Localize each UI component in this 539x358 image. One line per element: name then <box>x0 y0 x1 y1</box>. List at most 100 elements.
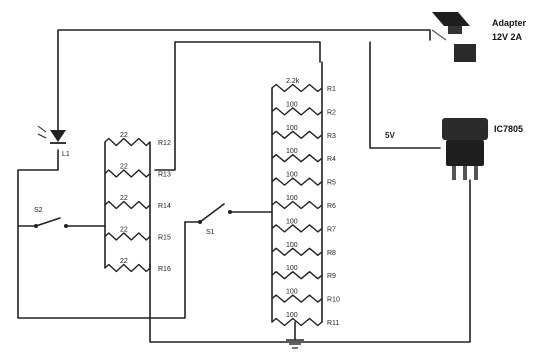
right-resistor-value: 100 <box>286 265 298 272</box>
right-resistor-name: R11 <box>327 320 339 327</box>
left-resistor-value: 22 <box>120 132 128 139</box>
right-resistor-name: R3 <box>327 133 336 140</box>
ground-icon <box>286 339 304 349</box>
left-resistor-symbol <box>104 200 151 210</box>
switch-s2-lever <box>35 217 61 227</box>
left-resistor-name: R15 <box>158 235 171 242</box>
switch-s1-label: S1 <box>206 229 215 236</box>
adapter-rating: 12V 2A <box>492 32 523 42</box>
adapter-title: Adapter <box>492 18 527 28</box>
right-resistor-symbol <box>271 224 323 233</box>
wire-led-to-left <box>17 149 186 319</box>
right-resistor-ladder: 2.2kR1100R2100R3100R4100R5100R6100R7100R… <box>271 78 340 327</box>
right-resistor-symbol <box>271 83 323 93</box>
left-resistor-value: 22 <box>120 258 128 265</box>
right-resistor-value: 100 <box>286 289 298 296</box>
regulator-body <box>446 140 484 166</box>
regulator-label: IC7805 <box>494 124 523 134</box>
led-icon: L1 <box>37 125 70 158</box>
right-resistor-value: 100 <box>286 242 298 249</box>
left-resistor-name: R14 <box>158 203 171 210</box>
regulator-tab <box>442 118 488 140</box>
adapter-jack <box>454 44 476 62</box>
right-resistor-name: R5 <box>327 180 336 187</box>
right-resistor-symbol <box>271 154 323 163</box>
left-resistor-value: 22 <box>120 164 128 171</box>
right-resistor-value: 100 <box>286 101 298 108</box>
left-resistor-value: 22 <box>120 195 128 202</box>
right-resistor-value: 100 <box>286 218 298 225</box>
switch-s2: S2 <box>34 207 68 228</box>
left-resistor-name: R13 <box>158 172 171 179</box>
wire-inner-top <box>154 41 321 171</box>
right-resistor-name: R7 <box>327 226 336 233</box>
left-resistor-symbol <box>104 263 151 273</box>
led-body <box>50 130 66 142</box>
left-resistor-value: 22 <box>120 227 128 234</box>
right-resistor-name: R6 <box>327 203 336 210</box>
right-resistor-symbol <box>271 247 323 256</box>
right-resistor-value: 100 <box>286 312 298 319</box>
right-resistor-name: R2 <box>327 109 336 116</box>
wire-5v <box>369 41 441 149</box>
wire-reg-right <box>149 179 471 343</box>
right-resistor-symbol <box>271 317 323 327</box>
left-resistor-name: R16 <box>158 266 171 273</box>
right-resistor-name: R10 <box>327 297 340 304</box>
voltage-label: 5V <box>385 131 395 140</box>
adapter-icon: Adapter 12V 2A <box>431 12 527 62</box>
switch-s1-lever <box>199 203 225 223</box>
right-resistor-value: 100 <box>286 195 298 202</box>
led-ray-1 <box>37 125 47 133</box>
led-label: L1 <box>62 151 70 158</box>
right-resistor-symbol <box>271 271 323 280</box>
right-resistor-value: 2.2k <box>286 78 300 85</box>
right-resistor-symbol <box>271 130 323 139</box>
left-resistor-symbol <box>104 169 151 178</box>
adapter-plug-top <box>432 12 470 26</box>
switch-s2-label: S2 <box>34 207 43 214</box>
switch-s1: S1 <box>198 203 232 236</box>
right-resistor-symbol <box>271 294 323 303</box>
regulator-pin-3 <box>474 166 478 180</box>
led-ray-2 <box>37 133 47 139</box>
regulator-icon: IC7805 <box>442 118 523 180</box>
right-resistor-value: 100 <box>286 172 298 179</box>
right-resistor-name: R4 <box>327 156 336 163</box>
right-resistor-value: 100 <box>286 125 298 132</box>
left-resistor-name: R12 <box>158 140 171 147</box>
right-resistor-name: R8 <box>327 250 336 257</box>
right-resistor-symbol <box>271 177 323 186</box>
regulator-pin-2 <box>463 166 467 180</box>
right-resistor-value: 100 <box>286 148 298 155</box>
right-resistor-symbol <box>271 107 323 116</box>
switch-s1-contact-b <box>228 210 232 214</box>
regulator-pin-1 <box>452 166 456 180</box>
right-resistor-name: R1 <box>327 86 336 93</box>
left-resistor-symbol <box>104 137 151 147</box>
switch-s2-contact-b <box>64 224 68 228</box>
wire-led-top <box>57 29 431 131</box>
adapter-arrow <box>431 29 447 41</box>
adapter-plug-neck <box>448 26 462 34</box>
left-resistor-symbol <box>104 232 151 241</box>
